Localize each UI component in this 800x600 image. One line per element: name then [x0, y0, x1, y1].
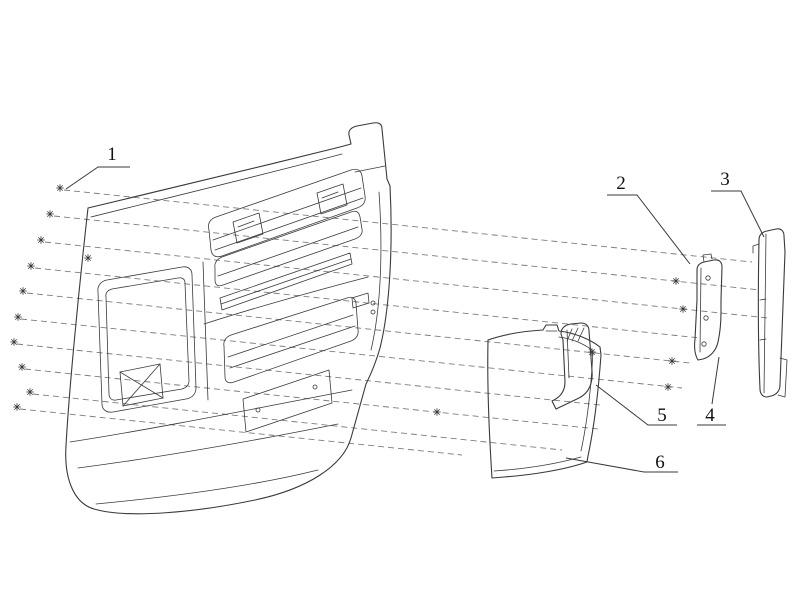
screw-icon	[13, 403, 21, 411]
assembly-line	[32, 393, 563, 451]
bracket-hole	[701, 341, 707, 347]
callout-leader-lines	[65, 166, 765, 473]
bracket-hole	[705, 275, 711, 281]
screw-icon	[37, 236, 45, 244]
assembly-projection-lines	[16, 189, 769, 456]
callout-1-leader	[65, 166, 130, 190]
callout-6: 6	[655, 452, 665, 473]
grille-bracket	[232, 212, 264, 244]
side-trim-part3	[752, 228, 788, 398]
screw-icon	[664, 383, 672, 391]
callout-2-leader	[607, 194, 691, 265]
screw-icon	[56, 184, 64, 192]
part-linework	[10, 122, 788, 515]
fasteners	[10, 184, 687, 416]
assembly-line	[63, 189, 753, 263]
callouts: 1 2 3 4 5 6	[65, 144, 765, 473]
screw-icon	[668, 357, 676, 365]
assembly-line	[24, 368, 599, 430]
assembly-line	[26, 292, 691, 364]
headlight-opening	[97, 266, 197, 413]
callout-4-leader	[697, 356, 726, 426]
screw-icon	[10, 338, 18, 346]
assembly-line	[16, 343, 601, 406]
callout-4: 4	[705, 405, 715, 426]
screw-icon	[19, 287, 27, 295]
callout-1: 1	[107, 144, 117, 165]
side-bracket-part2	[694, 253, 723, 361]
mount-hole	[370, 309, 376, 315]
screw-icon	[46, 210, 54, 218]
screw-icon	[433, 408, 441, 416]
plate-hole	[312, 384, 318, 390]
grille-middle-band	[214, 210, 363, 287]
side-bracket-detail	[351, 292, 370, 309]
right-fold-line	[370, 191, 382, 351]
front-fascia-panel	[65, 122, 392, 515]
fascia-outer-outline	[65, 122, 392, 515]
screw-icon	[18, 363, 26, 371]
bumper-creases	[69, 389, 353, 505]
fascia-top-crease	[90, 153, 343, 218]
callout-5-leader	[595, 384, 677, 426]
screw-icon	[672, 277, 680, 285]
screw-icon	[84, 254, 92, 262]
callout-3: 3	[720, 169, 730, 190]
screw-icon	[679, 305, 687, 313]
assembly-line	[20, 318, 683, 389]
screw-icon	[27, 262, 35, 270]
mount-hole	[370, 300, 376, 306]
screw-icon	[588, 348, 596, 356]
screw-icon	[14, 313, 22, 321]
callout-2: 2	[616, 173, 626, 194]
support-bracket-part5	[551, 322, 593, 410]
grille-bracket	[316, 183, 348, 215]
assembly-line	[53, 215, 761, 291]
assembly-line	[44, 241, 769, 319]
screw-icon	[26, 388, 34, 396]
license-plate-recess	[242, 369, 333, 433]
callout-5: 5	[657, 405, 667, 426]
body-crease	[203, 276, 369, 325]
callout-3-leader	[711, 190, 765, 238]
air-intake	[223, 296, 359, 384]
grille-upper	[208, 168, 366, 258]
panel-divider	[202, 261, 209, 401]
grille-lower-band	[219, 252, 353, 311]
bracket-hole	[703, 315, 709, 321]
callout-6-leader	[565, 457, 678, 473]
assembly-line	[19, 408, 463, 456]
assembly-line	[34, 267, 701, 339]
